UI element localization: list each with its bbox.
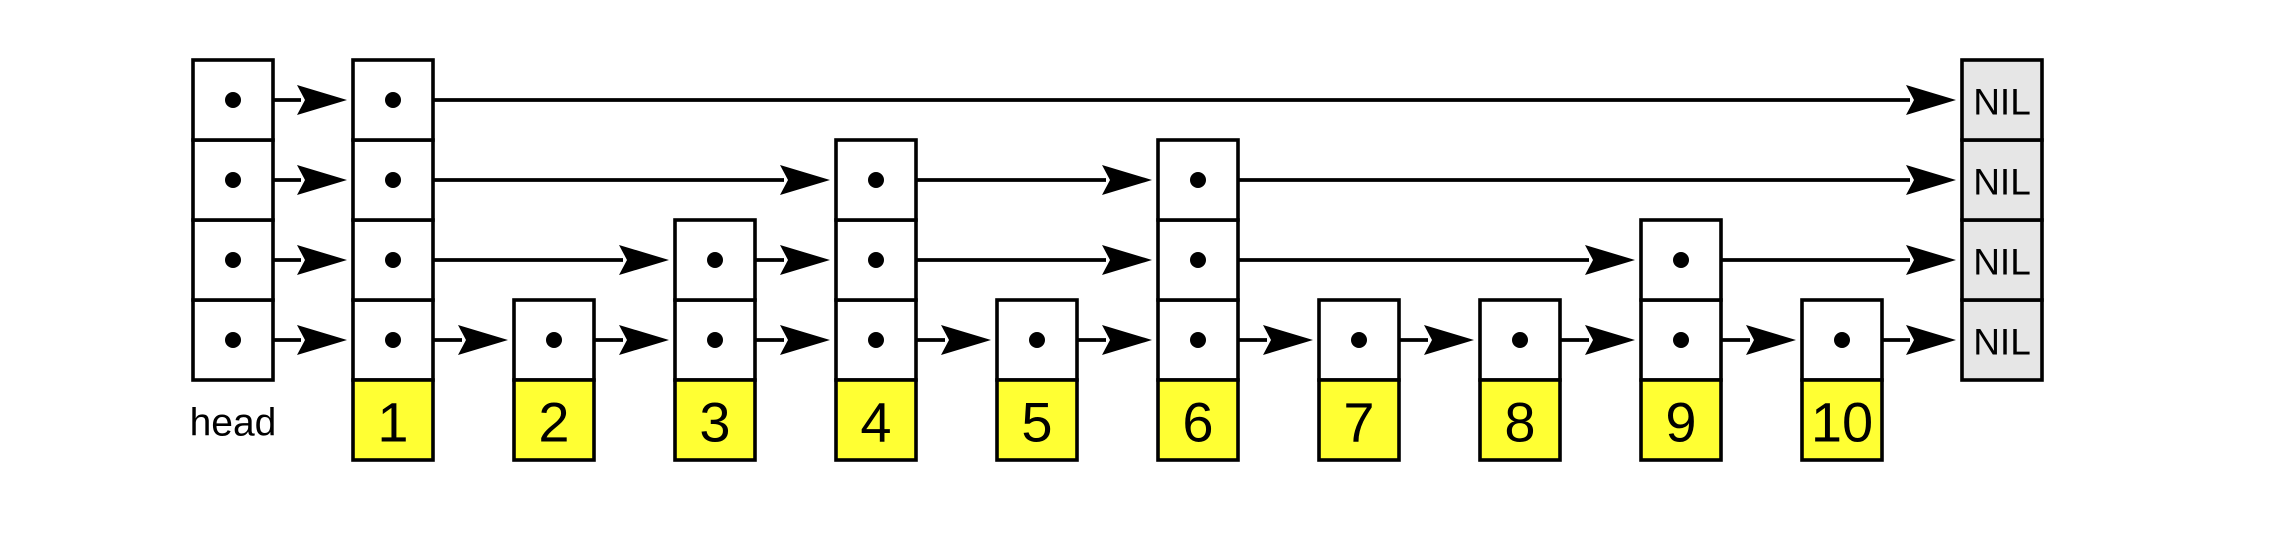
head-pointer-dot-level-2 [225, 252, 241, 268]
head-pointer-dot-level-1 [225, 332, 241, 348]
node-key-label: 5 [1021, 391, 1052, 454]
node-8: 8 [1478, 298, 1562, 462]
pointer-dot-level-3 [868, 172, 884, 188]
pointer-dot-level-1 [707, 332, 723, 348]
node-6: 6 [1156, 138, 1240, 462]
head-label: head [190, 402, 277, 445]
head-pointer-dot-level-4 [225, 92, 241, 108]
link-level-4-head-to-1-arrowhead [297, 85, 347, 115]
key-cell [673, 378, 757, 462]
pointer-dot-level-1 [1351, 332, 1367, 348]
key-cell [1317, 378, 1401, 462]
node-3: 3 [673, 218, 757, 462]
pointer-dot-level-2 [868, 252, 884, 268]
pointer-dot-level-4 [385, 92, 401, 108]
pointer-dot-level-3 [385, 172, 401, 188]
nil-label: NIL [1973, 82, 2031, 123]
link-level-2-1-to-3-arrowhead [619, 245, 669, 275]
nil-label: NIL [1973, 322, 2031, 363]
node-key-label: 8 [1504, 391, 1535, 454]
node-key-label: 7 [1343, 391, 1374, 454]
pointer-dot-level-1 [868, 332, 884, 348]
node-4: 4 [834, 138, 918, 462]
node-key-label: 2 [538, 391, 569, 454]
node-2: 2 [512, 298, 596, 462]
node-key-label: 4 [860, 391, 891, 454]
pointer-dot-level-1 [546, 332, 562, 348]
link-level-1-5-to-6-arrowhead [1102, 325, 1152, 355]
key-cell [1639, 378, 1723, 462]
node-5: 5 [995, 298, 1079, 462]
key-cell [1800, 378, 1884, 462]
pointer-dot-level-1 [1512, 332, 1528, 348]
link-level-2-9-to-nil-arrowhead [1906, 245, 1956, 275]
node-key-label: 10 [1811, 391, 1873, 454]
pointer-dot-level-2 [1190, 252, 1206, 268]
nil-node: NIL NIL NIL NIL [1960, 58, 2044, 382]
node-1: 1 [351, 58, 435, 462]
nil-cell-level-4 [1960, 58, 2044, 142]
link-level-1-9-to-10-arrowhead [1746, 325, 1796, 355]
link-level-2-6-to-9-arrowhead [1585, 245, 1635, 275]
link-level-1-10-to-nil-arrowhead [1906, 325, 1956, 355]
pointer-dot-level-1 [1673, 332, 1689, 348]
pointer-dot-level-2 [1673, 252, 1689, 268]
nil-label: NIL [1973, 162, 2031, 203]
nil-cell-level-1 [1960, 298, 2044, 382]
link-level-2-4-to-6-arrowhead [1102, 245, 1152, 275]
key-cell [351, 378, 435, 462]
pointer-dot-level-3 [1190, 172, 1206, 188]
nil-label: NIL [1973, 242, 2031, 283]
link-level-1-2-to-3-arrowhead [619, 325, 669, 355]
link-level-1-4-to-5-arrowhead [941, 325, 991, 355]
key-cell [512, 378, 596, 462]
link-level-3-6-to-nil-arrowhead [1906, 165, 1956, 195]
link-level-1-1-to-2-arrowhead [458, 325, 508, 355]
node-key-label: 9 [1665, 391, 1696, 454]
link-level-3-head-to-1-arrowhead [297, 165, 347, 195]
node-10: 10 [1800, 298, 1884, 462]
pointer-dot-level-2 [385, 252, 401, 268]
link-level-2-head-to-1-arrowhead [297, 245, 347, 275]
node-key-label: 3 [699, 391, 730, 454]
link-level-1-head-to-1-arrowhead [297, 325, 347, 355]
pointer-dot-level-1 [1029, 332, 1045, 348]
pointer-cell-level-3 [1156, 138, 1240, 222]
node-9: 9 [1639, 218, 1723, 462]
link-level-1-8-to-9-arrowhead [1585, 325, 1635, 355]
link-level-4-1-to-nil-arrowhead [1906, 85, 1956, 115]
node-7: 7 [1317, 298, 1401, 462]
node-key-label: 6 [1182, 391, 1213, 454]
key-cell [1156, 378, 1240, 462]
link-level-2-3-to-4-arrowhead [780, 245, 830, 275]
node-key-label: 1 [377, 391, 408, 454]
key-cell [834, 378, 918, 462]
link-level-3-4-to-6-arrowhead [1102, 165, 1152, 195]
pointer-dot-level-1 [1834, 332, 1850, 348]
pointer-dot-level-2 [707, 252, 723, 268]
key-cell [1478, 378, 1562, 462]
link-level-3-1-to-4-arrowhead [780, 165, 830, 195]
key-cell [995, 378, 1079, 462]
pointer-dot-level-1 [1190, 332, 1206, 348]
link-level-1-3-to-4-arrowhead [780, 325, 830, 355]
head-node: head [190, 58, 277, 445]
link-level-1-7-to-8-arrowhead [1424, 325, 1474, 355]
pointer-dot-level-1 [385, 332, 401, 348]
link-level-1-6-to-7-arrowhead [1263, 325, 1313, 355]
head-pointer-dot-level-3 [225, 172, 241, 188]
